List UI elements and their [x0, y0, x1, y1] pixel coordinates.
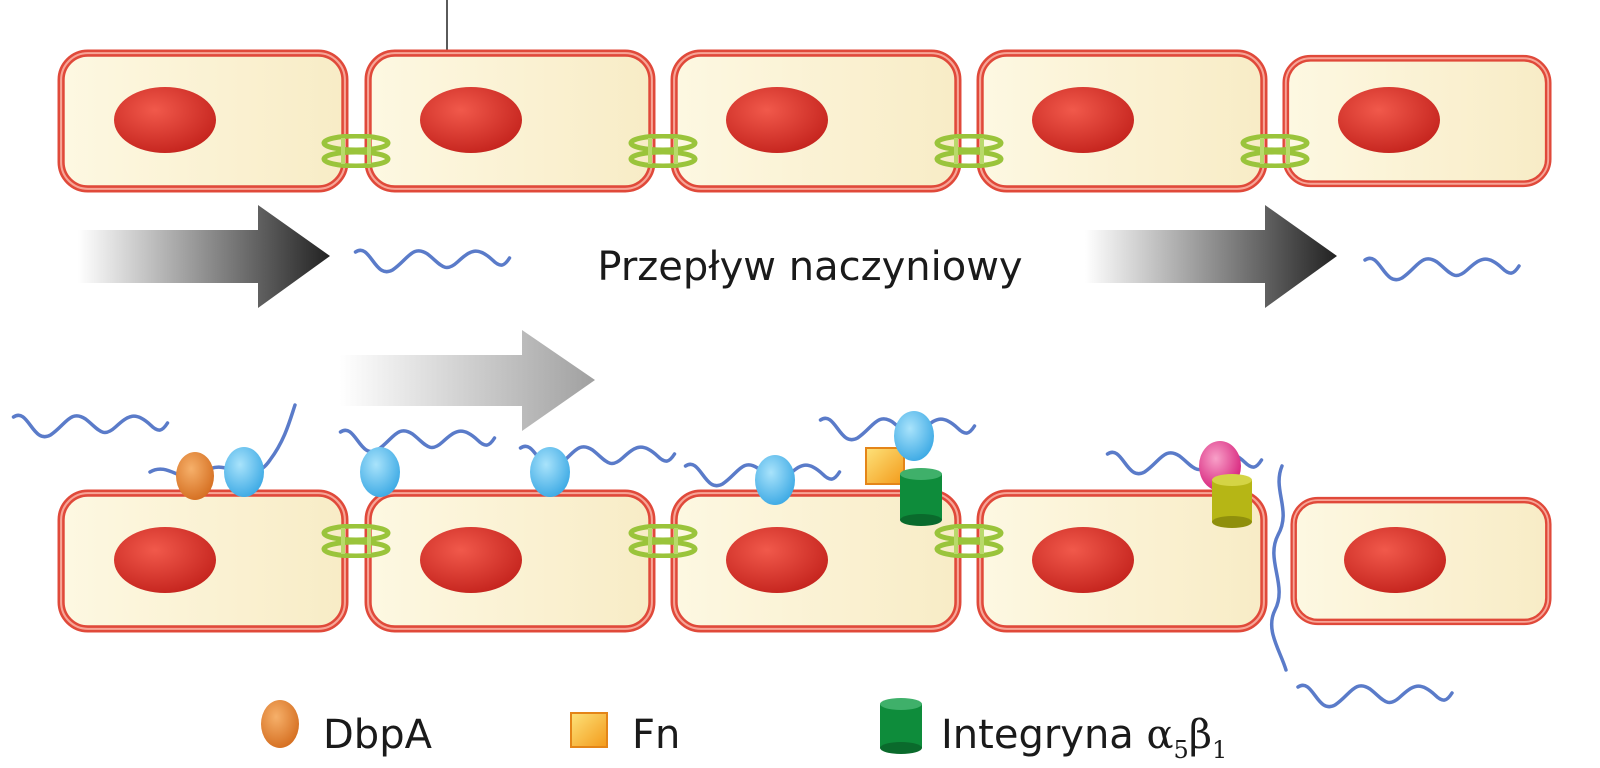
nucleus — [114, 527, 216, 593]
bacterium — [148, 403, 297, 480]
nucleus — [1344, 527, 1446, 593]
nucleus — [1032, 527, 1134, 593]
top-cell-row — [61, 53, 1548, 189]
flow-arrow — [1085, 205, 1337, 308]
legend-integrin-label: Integryna α5β1 — [941, 712, 1227, 764]
fn-protein — [865, 447, 905, 485]
legend-dbpa-label: DbpA — [323, 712, 433, 758]
nucleus — [420, 87, 522, 153]
flow-arrow-light — [340, 330, 595, 431]
adhesin-protein — [894, 411, 934, 461]
adhesin-protein — [360, 447, 400, 497]
olive-receptor — [1212, 474, 1252, 528]
bacterium — [11, 413, 170, 439]
adhesin-protein — [530, 447, 570, 497]
legend-fn-icon — [570, 712, 608, 748]
integrin-receptor — [900, 468, 942, 526]
legend-fn-label: Fn — [632, 712, 680, 758]
nucleus — [114, 87, 216, 153]
nucleus — [1032, 87, 1134, 153]
bacterium — [338, 428, 497, 454]
bacterium-penetrating — [1269, 464, 1288, 672]
bottom-cell-row — [61, 493, 1548, 629]
adhesin-protein — [224, 447, 264, 497]
bacterium — [1363, 256, 1521, 282]
bacterium — [353, 248, 512, 274]
nucleus — [726, 87, 828, 153]
adhesin-protein — [755, 455, 795, 505]
nucleus — [420, 527, 522, 593]
dbpa-protein — [176, 452, 214, 500]
nucleus — [726, 527, 828, 593]
legend-dbpa-icon — [261, 700, 299, 748]
bacterium — [1298, 685, 1452, 706]
nucleus — [1338, 87, 1440, 153]
flow-label: Przepływ naczyniowy — [597, 244, 1022, 290]
legend-integrin-icon — [880, 698, 922, 754]
flow-arrow — [78, 205, 330, 308]
legend: DbpA Fn Integryna α5β1 — [261, 698, 1227, 764]
